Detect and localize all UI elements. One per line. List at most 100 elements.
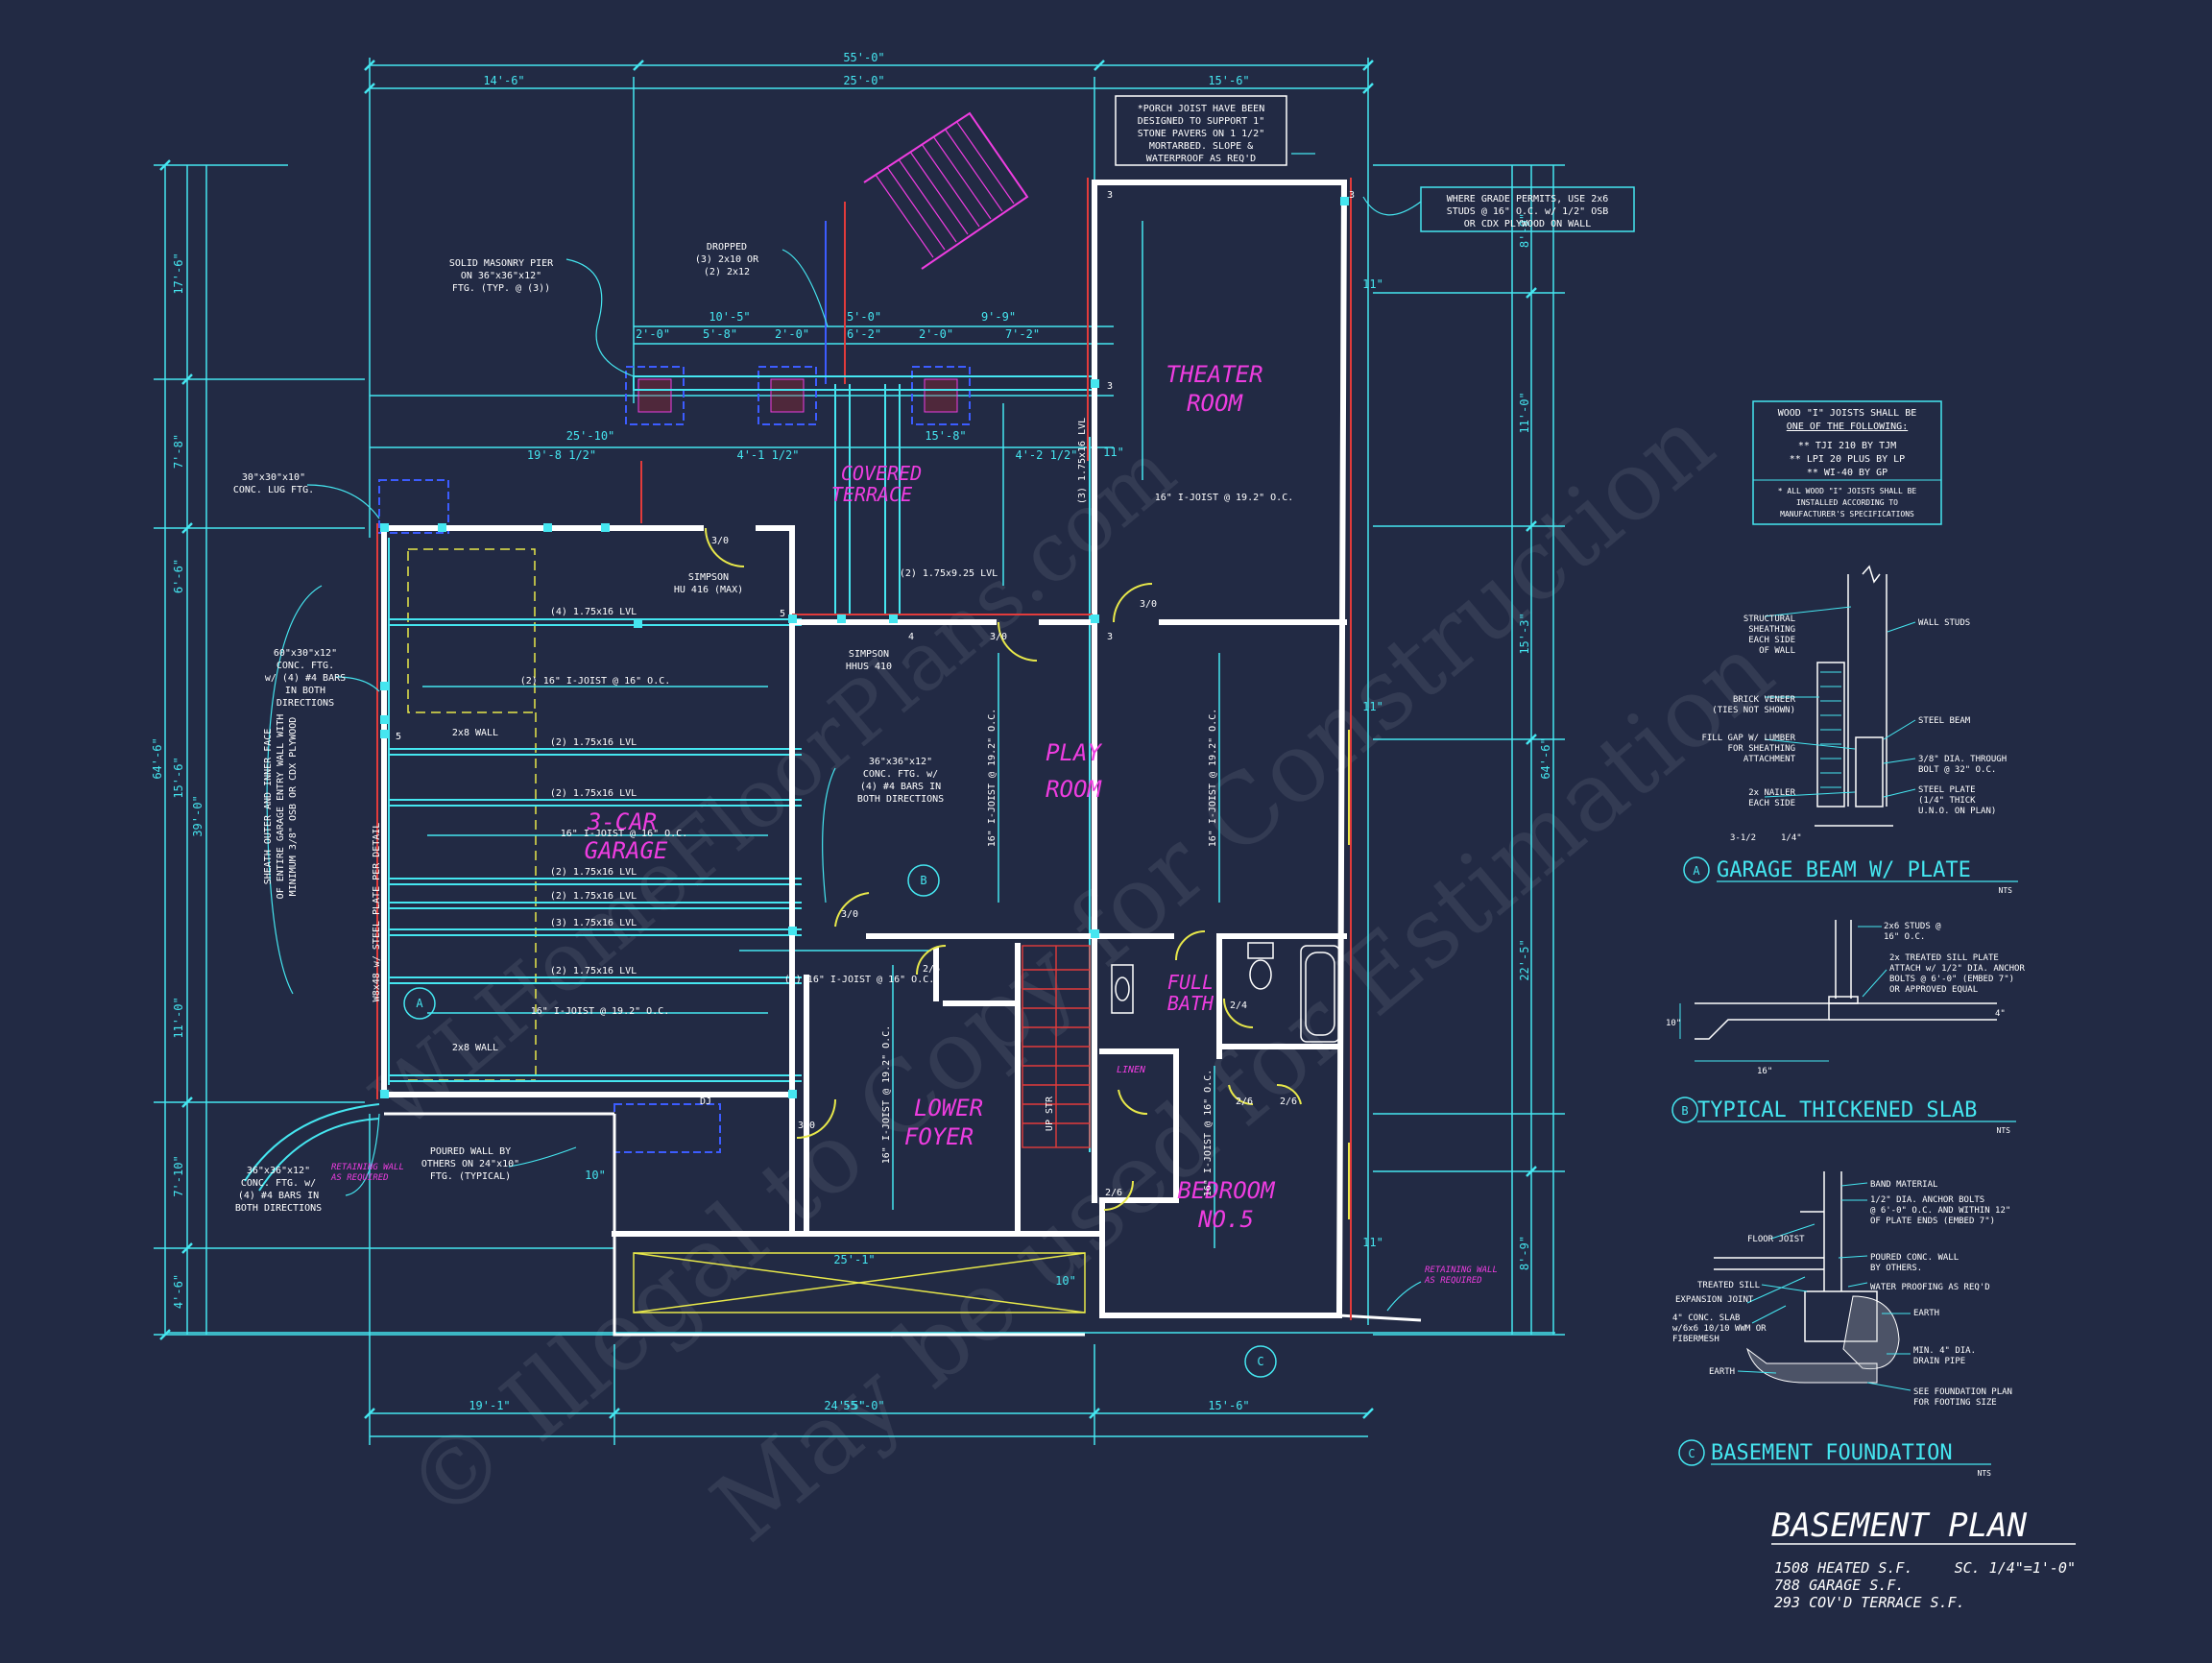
dim-left-overall: 64'-6" xyxy=(151,737,164,779)
dim-wall-11-a: 11" xyxy=(1362,277,1383,291)
dropped-note-3: (2) 2x12 xyxy=(704,267,750,277)
detail-c-label-14: MIN. 4" DIA. xyxy=(1913,1346,1976,1356)
door-tag-3: 3/0 xyxy=(1140,599,1157,610)
ftg36-left-note-2: CONC. FTG. w/ xyxy=(241,1178,316,1189)
retaining-note-3: RETAINING WALL xyxy=(1425,1265,1498,1275)
dim-left-mid: 39'-0" xyxy=(191,795,204,836)
post-num-1: 3 xyxy=(1107,190,1113,201)
detail-b-label-2: 2x TREATED SILL PLATE xyxy=(1889,953,1999,963)
vertical-dimension-text: 64'-6" 17'-6" 7'-8" 6'-6" 15'-6" 11'-0" … xyxy=(151,213,1552,1309)
detail-a-label-13: 3/8" DIA. THROUGH xyxy=(1918,755,2007,764)
hatched-walls xyxy=(376,178,1352,1320)
sheet-title: BASEMENT PLAN xyxy=(1771,1506,2028,1545)
simpson-hu-note-2: HU 416 (MAX) xyxy=(674,585,743,595)
dimension-lines xyxy=(154,58,1565,1445)
joist-theater-note: 16" I-JOIST @ 19.2" O.C. xyxy=(1155,493,1294,503)
detail-a-label-14: BOLT @ 32" O.C. xyxy=(1918,765,1996,775)
joist-foyer-note: 16" I-JOIST @ 19.2" O.C. xyxy=(881,1025,892,1165)
joist-play-note: 16" I-JOIST @ 19.2" O.C. xyxy=(987,709,998,848)
dropped-note-1: DROPPED xyxy=(707,242,747,253)
dim-terrace-c: 2'-0" xyxy=(775,327,809,341)
stat-heated: 1508 HEATED S.F. xyxy=(1774,1559,1913,1577)
joist-legend: WOOD "I" JOISTS SHALL BE ONE OF THE FOLL… xyxy=(1752,400,1942,525)
detail-c-label-8: WATER PROOFING AS REQ'D xyxy=(1870,1283,1990,1292)
detail-b-label-4: BOLTS @ 6'-0" (EMBED 7") xyxy=(1889,975,2014,984)
detail-c-label-6: POURED CONC. WALL xyxy=(1870,1253,1959,1263)
dim-right-2: 11'-0" xyxy=(1518,392,1531,433)
legend-title: WOOD "I" JOISTS SHALL BE xyxy=(1778,408,1917,419)
dim-row2-a: 25'-10" xyxy=(566,429,615,443)
wall-2x8-note-a: 2x8 WALL xyxy=(452,728,498,738)
pier-note-3: FTG. (TYP. @ (3)) xyxy=(452,283,550,294)
retaining-notes: RETAINING WALL AS REQUIRED RETAINING WAL… xyxy=(330,1163,1498,1286)
masonry-piers xyxy=(637,378,958,413)
detail-c-label-1: 1/2" DIA. ANCHOR BOLTS xyxy=(1870,1195,1984,1205)
detail-a-label-18: 3-1/2 xyxy=(1730,833,1756,843)
post-num-4: 3 xyxy=(1349,190,1355,201)
simpson-hhus-note-2: HHUS 410 xyxy=(846,662,892,672)
detail-c-label-17: SEE FOUNDATION PLAN xyxy=(1913,1387,2012,1397)
dim-terrace-a: 2'-0" xyxy=(636,327,670,341)
sheath-note-1: SHEATH OUTER AND INNER FACE xyxy=(263,729,274,885)
dim-wall-10-a: 10" xyxy=(585,1169,606,1182)
post-num-2: 3 xyxy=(1107,381,1113,392)
ftg36-left-note-1: 36"x36"x12" xyxy=(247,1166,310,1176)
theater-room-label-2: ROOM xyxy=(1187,390,1243,417)
detail-b-label-7: 10" xyxy=(1666,1019,1681,1028)
theater-room-label-1: THEATER xyxy=(1166,361,1262,388)
joist-garage-b-note: 16" I-JOIST @ 16" O.C. xyxy=(561,829,687,839)
ftg36-left-note-3: (4) #4 BARS IN xyxy=(238,1191,319,1201)
door-tag-10: 2/6 xyxy=(1105,1188,1122,1198)
detail-c-title: BASEMENT FOUNDATION xyxy=(1711,1441,1953,1465)
detail-a-letter: A xyxy=(1693,864,1700,878)
stat-terrace: 293 COV'D TERRACE S.F. xyxy=(1774,1594,1965,1611)
dim-bottom-left: 19'-1" xyxy=(469,1399,510,1412)
porch-note-3: STONE PAVERS ON 1 1/2" xyxy=(1138,129,1264,139)
bath-label-2: BATH xyxy=(1167,992,1214,1015)
dim-left-6: 7'-10" xyxy=(172,1155,185,1196)
dim-top-overall: 55'-0" xyxy=(843,51,884,64)
poured-note-1: POURED WALL BY xyxy=(430,1146,511,1157)
detail-c-label-9: EXPANSION JOINT xyxy=(1675,1295,1754,1305)
detail-a-label-8: ATTACHMENT xyxy=(1743,755,1796,764)
lvl-b-note-4: (2) 1.75x16 LVL xyxy=(550,891,637,902)
porch-note-4: MORTARBED. SLOPE & xyxy=(1149,141,1253,152)
grade-note-2: STUDS @ 16" O.C. w/ 1/2" OSB xyxy=(1447,206,1609,217)
detail-c-label-18: FOR FOOTING SIZE xyxy=(1913,1398,1997,1408)
dim-row3-a: 19'-8 1/2" xyxy=(527,448,596,462)
dim-left-5: 11'-0" xyxy=(172,997,185,1038)
sheath-note-3: MINIMUM 3/8" OSB OR CDX PLYWOOD xyxy=(288,717,299,897)
dim-wall-11-b: 11" xyxy=(1362,700,1383,713)
garage-label-1: 3-CAR xyxy=(587,808,657,835)
post-num-3: 3 xyxy=(1107,632,1113,642)
door-tag-1: 3/0 xyxy=(711,536,729,546)
callout-c-letter: C xyxy=(1257,1355,1263,1368)
detail-c-label-10: EARTH xyxy=(1913,1309,1939,1318)
callout-b-letter: B xyxy=(920,874,926,887)
legend-footer-2: INSTALLED ACCORDING TO xyxy=(1796,498,1898,507)
ftg60-note-3: w/ (4) #4 BARS xyxy=(265,673,346,684)
ftg36-left-note-4: BOTH DIRECTIONS xyxy=(235,1203,322,1214)
retaining-note-4: AS REQUIRED xyxy=(1424,1276,1482,1286)
detail-c-basement-foundation: BAND MATERIAL 1/2" DIA. ANCHOR BOLTS @ 6… xyxy=(1672,1171,2012,1478)
pier-note-1: SOLID MASONRY PIER xyxy=(449,258,554,269)
dim-wall-11-d: 11" xyxy=(1103,446,1124,459)
detail-a-label-9: 2x NAILER xyxy=(1748,788,1795,798)
leader-lines xyxy=(266,153,1422,1312)
post-num-6: 4 xyxy=(908,632,914,642)
detail-a-label-0: STRUCTURAL xyxy=(1743,615,1795,624)
dim-right-5: 8'-9" xyxy=(1518,1236,1531,1270)
door-tag-6: 2/6 xyxy=(923,964,940,975)
detail-a-nts: NTS xyxy=(1999,886,2013,895)
detail-b-title: TYPICAL THICKENED SLAB xyxy=(1697,1098,1977,1122)
legend-footer-3: MANUFACTURER'S SPECIFICATIONS xyxy=(1780,510,1914,518)
dim-wall-11-c: 11" xyxy=(1362,1236,1383,1249)
detail-c-label-15: DRAIN PIPE xyxy=(1913,1357,1965,1366)
door-tag-8: 2/6 xyxy=(1236,1097,1253,1107)
walls xyxy=(381,180,1348,1319)
detail-a-label-1: SHEATHING xyxy=(1748,625,1795,635)
lvl-b-note-1: (2) 1.75x16 LVL xyxy=(550,737,637,748)
play-room-label-2: ROOM xyxy=(1046,776,1102,803)
ftg36-center-note-4: BOTH DIRECTIONS xyxy=(857,794,944,805)
